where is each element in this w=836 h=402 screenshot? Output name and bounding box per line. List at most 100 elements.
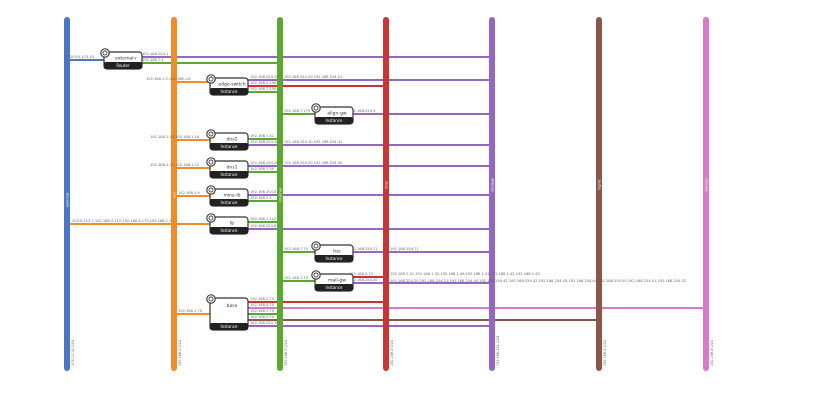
instance-icon bbox=[311, 270, 321, 280]
network-mgmt[interactable]: mgmt 192.168.3.0/24 bbox=[596, 17, 607, 371]
instance-icon bbox=[206, 185, 216, 195]
port-ip-label: 192.168.2.70 bbox=[250, 297, 275, 301]
network-cidr: 203.0.113.0/24 bbox=[71, 340, 75, 366]
node-type: Instance bbox=[220, 144, 238, 149]
node-type-bar bbox=[210, 88, 248, 95]
port-ip-label: 192.168.1.9 bbox=[178, 191, 200, 195]
network-name: storage bbox=[490, 177, 494, 191]
node-type-bar bbox=[315, 284, 353, 291]
node-type: Instance bbox=[220, 172, 238, 177]
port-ip-label: 192.168.254.8 bbox=[250, 224, 277, 228]
node-type-bar bbox=[210, 199, 248, 206]
port-ip-label: 203.0.113.10 bbox=[70, 55, 95, 59]
node-type: Instance bbox=[325, 256, 343, 261]
port-ip-label: 192.168.2.75 bbox=[349, 272, 373, 276]
node-title: base bbox=[227, 303, 238, 309]
port-ip-label: 192.168.254.70 bbox=[250, 321, 279, 325]
port-ip-label: 192.168.1.31,192.168.1.32,192.168.1.40,1… bbox=[390, 272, 540, 276]
instance-icon bbox=[206, 294, 216, 304]
port-ip-label: 192.168.2.250 bbox=[250, 81, 277, 85]
node-type: Instance bbox=[220, 324, 238, 329]
port-ip-label: 192.168.7.30 bbox=[250, 167, 275, 171]
node-type: Router bbox=[116, 63, 130, 68]
network-cidr: 192.168.4.0/24 bbox=[710, 340, 714, 366]
node-type: Instance bbox=[220, 200, 238, 205]
node-type: Instance bbox=[220, 89, 238, 94]
port-ip-label: 192.168.1.70 bbox=[178, 309, 203, 313]
port-ip-label: 192.168.7.72 bbox=[284, 276, 308, 280]
port-ip-label: 192.168.1.5,192.168.1.6 bbox=[146, 77, 191, 81]
port-ip-label: 192.168.7.70 bbox=[250, 309, 275, 313]
port-ip-label: 192.168.254.71 bbox=[390, 247, 419, 251]
port-ip-label: 192.168.254.71 bbox=[349, 247, 378, 251]
node-type-bar bbox=[315, 255, 353, 262]
node-type-bar bbox=[210, 323, 248, 330]
port-ip-label: 192.168.254.20,192.168.254.40 bbox=[284, 161, 343, 165]
port-ip-label: 192.168.3.70 bbox=[250, 315, 275, 319]
node-title: align-gw bbox=[327, 111, 346, 117]
network-cidr: 192.168.254.0/24 bbox=[496, 336, 500, 366]
node-title: hss bbox=[333, 249, 341, 255]
network-storage[interactable]: storage 192.168.254.0/24 bbox=[489, 17, 500, 371]
port-ip-label: 192.168.4.70 bbox=[250, 303, 275, 307]
port-ip-label: 192.168.7.175 bbox=[284, 109, 310, 113]
node-title: mail-gw bbox=[328, 278, 346, 284]
network-cidr: 192.168.3.0/24 bbox=[603, 340, 607, 366]
port-ip-label: 192.168.254.10 bbox=[250, 140, 279, 144]
network-name: dmz bbox=[384, 181, 388, 189]
port-ip-label: 192.168.254.5 bbox=[250, 190, 276, 194]
instance-icon bbox=[206, 74, 216, 84]
node-title: lb bbox=[230, 221, 234, 227]
port-ip-label: 192.168.254.3 bbox=[349, 109, 375, 113]
network-name: backup bbox=[704, 178, 708, 192]
instance-icon bbox=[206, 157, 216, 167]
port-ip-label: 192.168.7.110 bbox=[250, 217, 277, 221]
instance-icon bbox=[311, 103, 321, 113]
port-ip-label: 203.0.113.7,192.168.4.112,192.168.4.170,… bbox=[72, 219, 171, 223]
node-title: dns2 bbox=[227, 137, 238, 143]
network-name: mgmt bbox=[597, 179, 601, 190]
port-ip-label: 192.168.7.250 bbox=[250, 87, 277, 91]
instance-icon bbox=[206, 213, 216, 223]
network-name: internal bbox=[278, 188, 282, 202]
port-ip-label: 192.168.254.30 bbox=[349, 278, 378, 282]
node-type: Instance bbox=[325, 118, 343, 123]
network-name: external bbox=[65, 193, 69, 208]
node-type-bar bbox=[315, 117, 353, 124]
port-ip-label: 192.168.254.20 bbox=[250, 161, 279, 165]
port-ip-label: 192.168.254.20,192.168.254.21 bbox=[284, 75, 342, 79]
network-external[interactable]: external 203.0.113.0/24 bbox=[64, 17, 75, 371]
node-title: mine-lb bbox=[224, 193, 241, 199]
network-backup[interactable]: backup 192.168.4.0/24 bbox=[703, 17, 714, 371]
port-ip-label: 192.168.7.31 bbox=[250, 134, 274, 138]
node-type-bar bbox=[210, 143, 248, 150]
network-dmz[interactable]: dmz 192.168.2.0/24 bbox=[383, 17, 394, 371]
node-title: external-r bbox=[115, 56, 137, 62]
network-cidr: 192.168.7.0/24 bbox=[284, 340, 288, 366]
instance-icon bbox=[206, 129, 216, 139]
network-cidr: 192.168.1.0/24 bbox=[178, 340, 182, 366]
network-internal[interactable]: internal 192.168.7.0/24 bbox=[277, 17, 288, 371]
port-ip-label: 192.168.254.20 bbox=[250, 75, 279, 79]
port-ip-label: 192.168.7.70 bbox=[284, 247, 309, 251]
node-type: Instance bbox=[325, 285, 343, 290]
node-type-bar bbox=[210, 227, 248, 234]
network-cidr: 192.168.2.0/24 bbox=[390, 340, 394, 366]
node-title: edge-switch bbox=[218, 82, 245, 88]
port-ip-label: 192.168.7.1 bbox=[142, 58, 164, 62]
port-ip-label: 192.168.254.20,192.168.254.21,192.168.25… bbox=[390, 279, 686, 283]
port-ip-label: 192.168.1.11,192.168.1.12 bbox=[150, 163, 199, 167]
node-title: dns1 bbox=[227, 165, 238, 171]
